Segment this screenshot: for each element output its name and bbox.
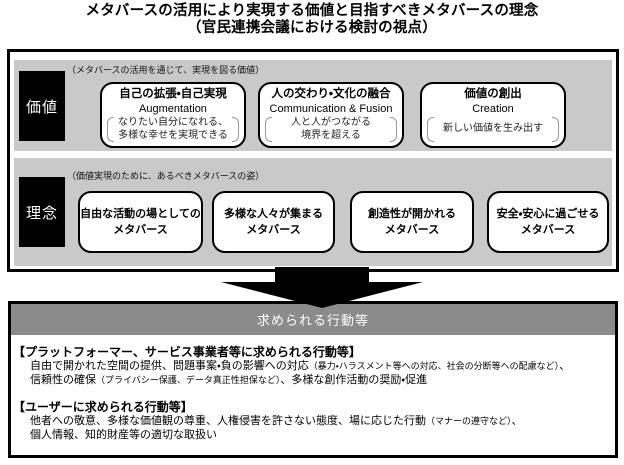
left-bracket-icon (427, 117, 434, 142)
user-line1-tail: 、 (511, 415, 523, 427)
principle-card-line2: メタバース (113, 224, 168, 236)
value-card-title: 自己の拡張・自己実現 (119, 88, 227, 100)
value-card-subtitle: Communication & Fusion (269, 103, 393, 115)
user-actions-heading: 【ユーザーに求められる行動等】 (13, 400, 193, 414)
principles-caption: （価値実現のために、あるべきメタバースの姿） (67, 171, 265, 181)
principle-card-line1: 多様な人々が集まる (224, 208, 323, 220)
right-bracket-icon (552, 117, 559, 142)
platform-actions-line2: 信頼性の確保（プライバシー保護、データ真正性担保など）、多様な創作活動の奨励・促… (13, 374, 611, 388)
value-card-description-group: 新しい価値を生み出す (427, 117, 559, 142)
value-card-desc-line1: 人と人がつながる (291, 117, 371, 128)
value-card-subtitle: Creation (472, 103, 514, 115)
principle-card-line2: メタバース (384, 224, 440, 236)
principle-card-line1: 自由な活動の場としての (80, 208, 201, 220)
value-card-description: 新しい価値を生み出す (434, 117, 552, 142)
values-label: 価値 (19, 71, 65, 141)
required-actions-body: 【プラットフォーマー、サービス事業者等に求められる行動等】 自由で開かれた空間の… (11, 335, 615, 442)
value-card-description: なりたい自分になれる、 多様な幸せを実現できる (114, 117, 232, 142)
page-title-line2: （官民連携会議における検討の視点） (187, 20, 437, 36)
values-caption: （メタバースの活用を通じて、実現を図る価値） (67, 65, 265, 75)
user-actions-group: 【ユーザーに求められる行動等】 他者への敬意、多様な価値観の尊重、人権侵害を許さ… (13, 399, 611, 442)
left-bracket-icon (107, 117, 114, 142)
platform-line2-main: 信頼性の確保 (30, 373, 96, 386)
value-card-description-group: なりたい自分になれる、 多様な幸せを実現できる (107, 117, 239, 142)
platform-actions-group: 【プラットフォーマー、サービス事業者等に求められる行動等】 自由で開かれた空間の… (13, 344, 611, 387)
value-card-description-group: 人と人がつながる 境界を超える (265, 117, 397, 142)
value-card-desc-line1: 新しい価値を生み出す (443, 123, 543, 135)
user-line1-note: （マナーの遵守など） (426, 416, 512, 426)
right-bracket-icon (390, 117, 397, 142)
required-actions-header: 求められる行動等 (11, 304, 615, 335)
values-panel: 価値 （メタバースの活用を通じて、実現を図る価値） 自己の拡張・自己実現 Aug… (14, 60, 612, 151)
value-card-desc-line2: 境界を超える (301, 129, 361, 141)
principle-card-line2: メタバース (520, 224, 576, 236)
platform-line2-note: （プライバシー保護、データ真正性担保など） (96, 374, 281, 385)
value-card-augmentation: 自己の拡張・自己実現 Augmentation なりたい自分になれる、 多様な幸… (100, 82, 246, 148)
left-bracket-icon (265, 117, 272, 142)
value-card-desc-line1: なりたい自分になれる、 (118, 117, 228, 128)
user-line2-main: 個人情報、知的財産等の適切な取扱い (30, 428, 217, 441)
down-arrow-icon (221, 267, 423, 308)
right-bracket-icon (232, 117, 239, 142)
platform-actions-heading: 【プラットフォーマー、サービス事業者等に求められる行動等】 (13, 345, 361, 359)
principle-card-safe-secure: 安全・安心に過ごせる メタバース (487, 191, 609, 253)
value-card-title: 人の交わり・文化の融合 (271, 88, 391, 100)
user-actions-line2: 個人情報、知的財産等の適切な取扱い (13, 429, 611, 443)
principles-label: 理念 (19, 177, 65, 247)
values-principles-frame: 価値 （メタバースの活用を通じて、実現を図る価値） 自己の拡張・自己実現 Aug… (7, 49, 619, 272)
platform-line1-main: 自由で開かれた空間の提供、問題事案・負の影響への対応 (30, 360, 309, 372)
principle-card-line1: 安全・安心に過ごせる (496, 208, 600, 220)
principle-card-line2: メタバース (246, 224, 301, 236)
value-card-title: 価値の創出 (464, 88, 522, 100)
platform-line1-note: （暴力・ハラスメント等への対応、社会の分断等への配慮など） (308, 361, 560, 371)
principle-card-open-creativity: 創造性が開かれる メタバース (350, 191, 474, 253)
value-card-creation: 価値の創出 Creation 新しい価値を生み出す (420, 82, 566, 148)
value-card-desc-line2: 多様な幸せを実現できる (118, 129, 228, 141)
principle-card-diverse-people: 多様な人々が集まる メタバース (212, 191, 335, 253)
platform-line2-tail: 、多様な創作活動の奨励・促進 (280, 373, 428, 386)
principle-card-free-activity: 自由な活動の場としての メタバース (78, 191, 203, 253)
user-line1-main: 他者への敬意、多様な価値観の尊重、人権侵害を許さない態度、場に応じた行動 (30, 415, 426, 427)
value-card-subtitle: Augmentation (139, 103, 207, 115)
platform-actions-line1: 自由で開かれた空間の提供、問題事案・負の影響への対応（暴力・ハラスメント等への対… (13, 360, 611, 374)
page-title-line1: メタバースの活用により実現する価値と目指すべきメタバースの理念 (85, 3, 539, 19)
principles-panel: 理念 （価値実現のために、あるべきメタバースの姿） 自由な活動の場としての メタ… (14, 158, 612, 266)
value-card-description: 人と人がつながる 境界を超える (272, 117, 390, 142)
required-actions-box: 求められる行動等 【プラットフォーマー、サービス事業者等に求められる行動等】 自… (8, 301, 618, 458)
user-actions-line1: 他者への敬意、多様な価値観の尊重、人権侵害を許さない態度、場に応じた行動（マナー… (13, 415, 611, 429)
platform-line1-tail: 、 (559, 360, 571, 372)
principle-card-line1: 創造性が開かれる (368, 208, 456, 220)
page-title: メタバースの活用により実現する価値と目指すべきメタバースの理念 （官民連携会議に… (0, 3, 624, 37)
value-card-communication-fusion: 人の交わり・文化の融合 Communication & Fusion 人と人がつ… (258, 82, 404, 148)
